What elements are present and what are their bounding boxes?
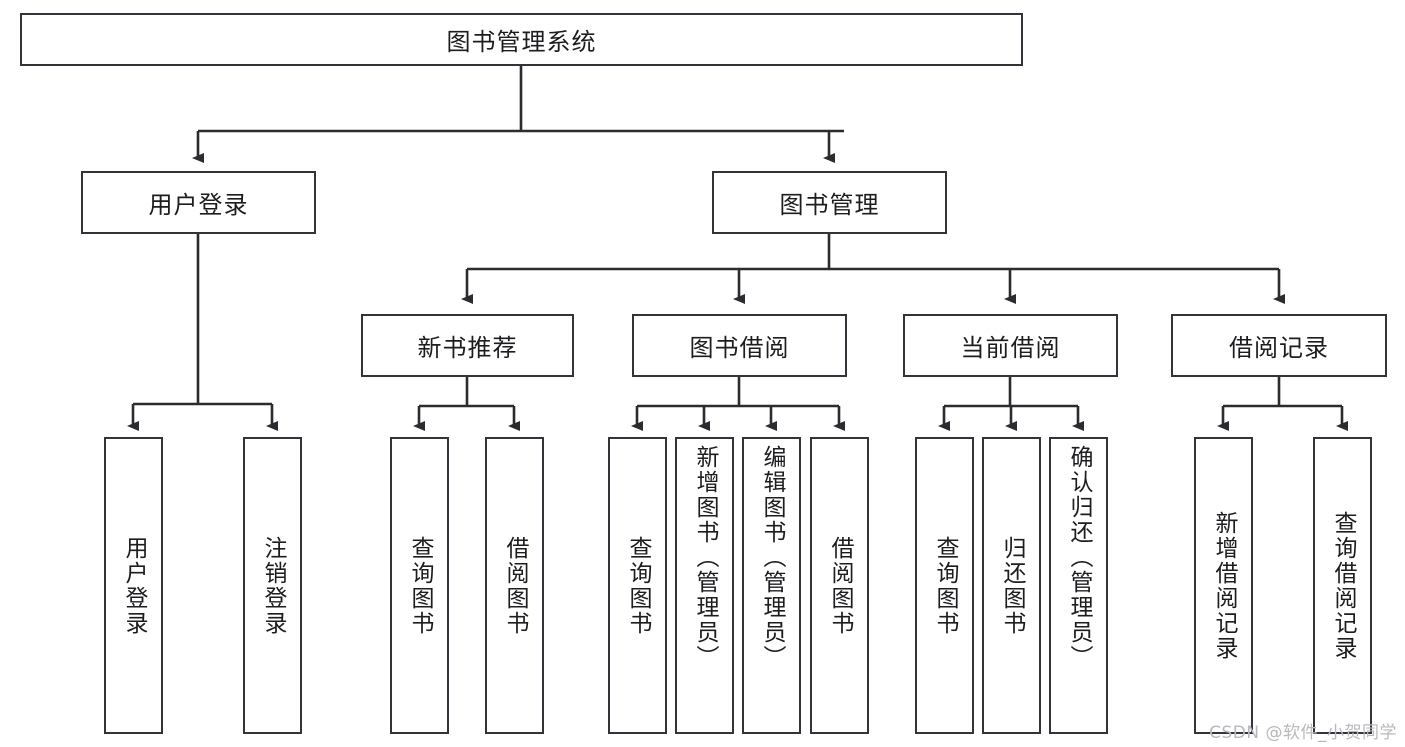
leaf-record-add-record[interactable]: 新增借阅记录	[1194, 437, 1253, 734]
node-root-label: 图书管理系统	[446, 28, 597, 56]
node-new-book-recommend[interactable]: 新书推荐	[361, 314, 574, 377]
leaf-current-query-book[interactable]: 查询图书	[915, 437, 974, 734]
leaf-borrow-borrow-book[interactable]: 借阅图书	[810, 437, 869, 734]
leaf-borrow-edit-book-admin[interactable]: 编辑图书（管理员）	[742, 437, 801, 734]
node-new-book-recommend-label: 新书推荐	[417, 334, 518, 362]
leaf-label: 新增借阅记录	[1211, 510, 1237, 661]
leaf-user-login-signout[interactable]: 注销登录	[243, 437, 302, 734]
leaf-label: 查询图书	[932, 535, 958, 636]
leaf-label: 归还图书	[999, 535, 1025, 636]
leaf-current-return-book[interactable]: 归还图书	[982, 437, 1041, 734]
leaf-label: 用户登录	[121, 535, 147, 636]
node-book-management[interactable]: 图书管理	[712, 171, 947, 234]
leaf-label: 查询图书	[625, 535, 651, 636]
leaf-label: 注销登录	[260, 535, 286, 636]
leaf-label: 确认归还（管理员）	[1066, 445, 1092, 670]
leaf-recommend-borrow-book[interactable]: 借阅图书	[485, 437, 544, 734]
leaf-label: 编辑图书（管理员）	[759, 445, 785, 670]
node-current-borrow-label: 当前借阅	[960, 334, 1061, 362]
leaf-label: 借阅图书	[502, 535, 528, 636]
leaf-recommend-query-book[interactable]: 查询图书	[390, 437, 449, 734]
node-current-borrow[interactable]: 当前借阅	[903, 314, 1118, 377]
node-book-management-label: 图书管理	[779, 191, 880, 219]
node-book-borrow-label: 图书借阅	[689, 334, 790, 362]
leaf-label: 查询借阅记录	[1330, 510, 1356, 661]
node-borrow-record-label: 借阅记录	[1229, 334, 1329, 362]
leaf-current-confirm-return-admin[interactable]: 确认归还（管理员）	[1049, 437, 1108, 734]
leaf-label: 借阅图书	[827, 535, 853, 636]
leaf-label: 新增图书（管理员）	[692, 445, 718, 670]
leaf-borrow-add-book-admin[interactable]: 新增图书（管理员）	[675, 437, 734, 734]
leaf-user-login-signin[interactable]: 用户登录	[104, 437, 163, 734]
node-root[interactable]: 图书管理系统	[20, 13, 1023, 66]
leaf-record-query-record[interactable]: 查询借阅记录	[1313, 437, 1372, 734]
leaf-label: 查询图书	[407, 535, 433, 636]
node-user-login[interactable]: 用户登录	[81, 171, 316, 234]
node-book-borrow[interactable]: 图书借阅	[632, 314, 847, 377]
node-user-login-label: 用户登录	[148, 191, 249, 219]
node-borrow-record[interactable]: 借阅记录	[1171, 314, 1387, 377]
leaf-borrow-query-book[interactable]: 查询图书	[608, 437, 667, 734]
watermark: CSDN @软件_小贺同学	[1209, 723, 1397, 743]
